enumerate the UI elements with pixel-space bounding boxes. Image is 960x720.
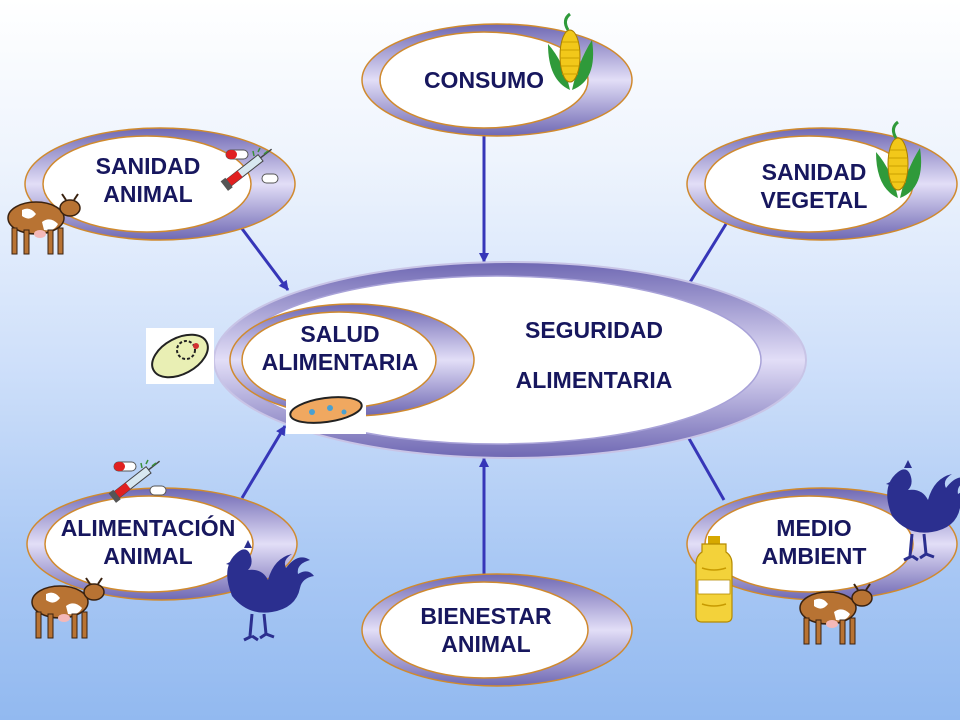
node-alimentacion-animal-line2: ANIMAL [103, 543, 193, 569]
oil-bottle-icon [695, 536, 733, 623]
node-consumo: CONSUMO [384, 66, 584, 94]
cow-icon [31, 577, 105, 639]
node-consumo-line1: CONSUMO [423, 67, 545, 93]
node-bienestar-animal-line2: ANIMAL [441, 631, 531, 657]
node-salud-alimentaria-line2: ALIMENTARIA [261, 349, 419, 375]
node-sanidad-vegetal-line1: SANIDAD [761, 159, 867, 185]
node-alimentacion-animal-line1: ALIMENTACIÓN [60, 515, 236, 541]
arrow-sanidad-vegetal [682, 223, 728, 293]
node-bienestar-animal: BIENESTAR ANIMAL [386, 602, 586, 658]
arrow-sanidad-animal [238, 225, 290, 291]
node-medio-ambient-line2: AMBIENT [761, 543, 867, 569]
node-medio-ambient: MEDIO AMBIENT [734, 514, 894, 570]
bacterium-icon [146, 328, 214, 384]
node-sanidad-vegetal: SANIDAD VEGETAL [734, 158, 894, 214]
bacterium-icon [286, 386, 366, 434]
node-medio-ambient-line1: MEDIO [776, 515, 852, 541]
arrow-medio-ambient [681, 427, 726, 501]
node-sanidad-animal-line2: ANIMAL [103, 181, 193, 207]
node-alimentacion-animal: ALIMENTACIÓN ANIMAL [38, 514, 258, 570]
ring-bienestar-animal [361, 573, 633, 687]
node-seguridad-alimentaria-line2: ALIMENTARIA [515, 367, 673, 393]
node-salud-alimentaria: SALUD ALIMENTARIA [240, 320, 440, 376]
ring-medio-ambient [686, 487, 958, 601]
node-bienestar-animal-line1: BIENESTAR [420, 603, 552, 629]
node-sanidad-animal: SANIDAD ANIMAL [68, 152, 228, 208]
node-salud-alimentaria-line1: SALUD [300, 321, 380, 347]
node-sanidad-animal-line1: SANIDAD [95, 153, 201, 179]
node-seguridad-alimentaria: SEGURIDAD ALIMENTARIA [494, 318, 694, 392]
node-seguridad-alimentaria-line1: SEGURIDAD [524, 317, 663, 343]
node-sanidad-vegetal-line2: VEGETAL [760, 187, 868, 213]
arrow-alimentacion-animal [240, 425, 287, 499]
connector-arrows [238, 136, 728, 578]
